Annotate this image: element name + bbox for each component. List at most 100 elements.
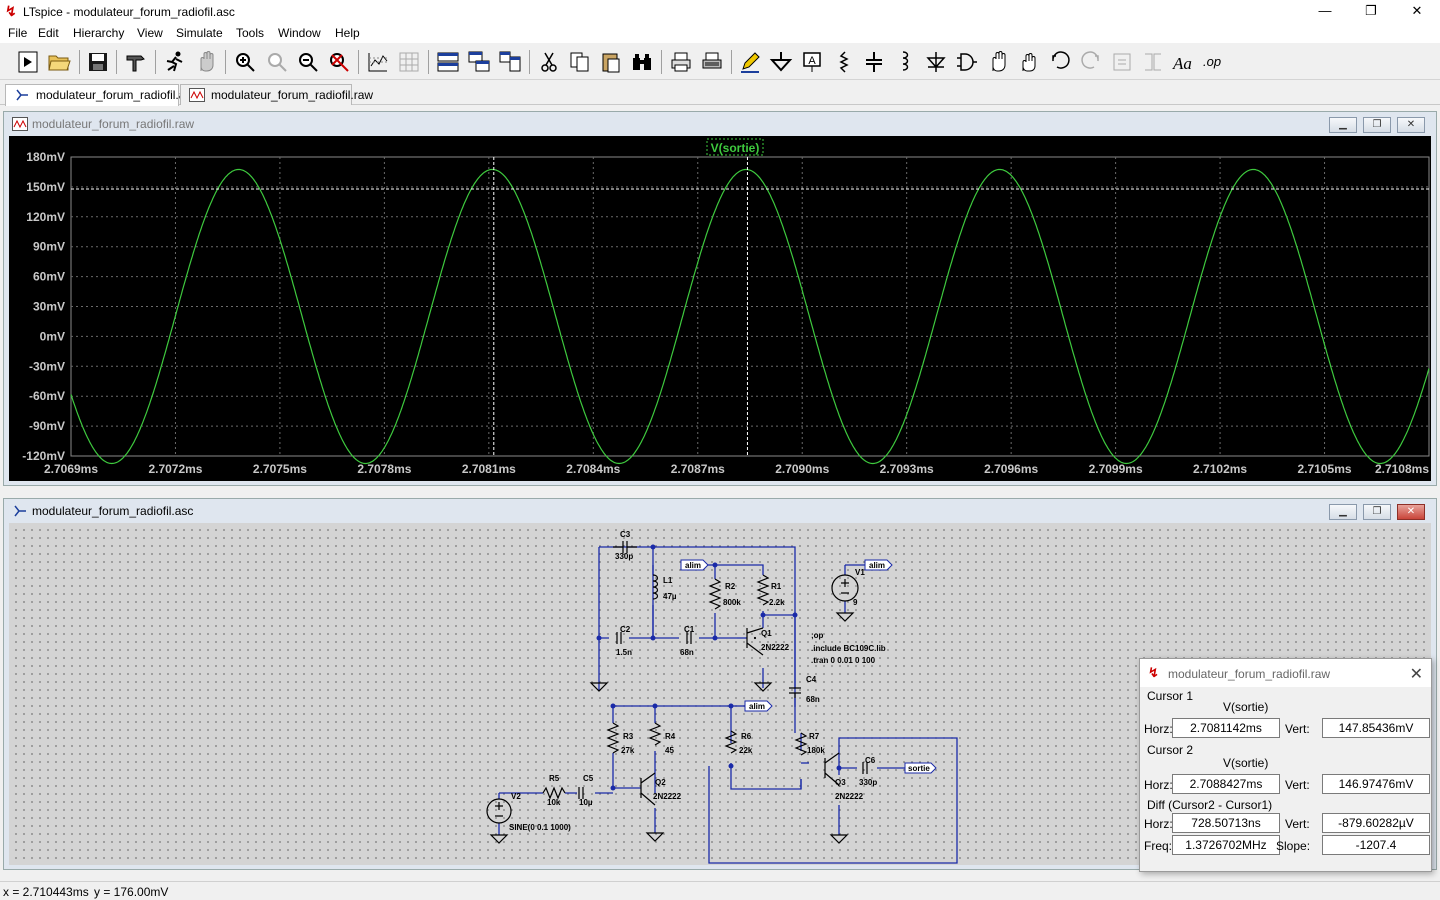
- diff-vert-value[interactable]: -879.60282µV: [1322, 813, 1430, 833]
- close-button[interactable]: ✕: [1411, 3, 1423, 18]
- cascade-icon[interactable]: [466, 49, 492, 75]
- save-icon[interactable]: [85, 49, 111, 75]
- x-tick-label: 2.7102ms: [1193, 462, 1247, 476]
- x-tick-label: 2.7081ms: [462, 462, 516, 476]
- minimize-button[interactable]: —: [1318, 3, 1332, 18]
- cursor2-horz-value[interactable]: 2.7088427ms: [1172, 774, 1280, 794]
- run-simulation-icon[interactable]: [162, 49, 188, 75]
- svg-text:10k: 10k: [547, 798, 561, 807]
- net-label-alim-2[interactable]: alim: [864, 559, 893, 571]
- control-panel-hammer-icon[interactable]: [123, 49, 149, 75]
- cursor1-horz-label: Horz:: [1144, 722, 1173, 736]
- x-tick-label: 2.7087ms: [671, 462, 725, 476]
- waveform-minimize-button[interactable]: ▁: [1329, 117, 1357, 133]
- spice-directives[interactable]: ;op .include BC109C.lib .tran 0 0.01 0 1…: [811, 631, 886, 665]
- waveform-close-button[interactable]: ✕: [1397, 117, 1425, 133]
- spice-directive-icon[interactable]: .op: [1202, 49, 1228, 75]
- cursor-dialog-titlebar: ↯ modulateur_forum_radiofil.raw ✕: [1140, 659, 1431, 687]
- diff-horz-value[interactable]: 728.50713ns: [1172, 813, 1280, 833]
- cursor2-label: Cursor 2: [1147, 743, 1194, 757]
- waveform-chart[interactable]: 180mV150mV120mV90mV60mV30mV0mV-30mV-60mV…: [9, 136, 1431, 481]
- text-icon[interactable]: Aa: [1171, 49, 1197, 75]
- net-label-alim-1[interactable]: alim: [680, 559, 709, 571]
- freq-value[interactable]: 1.3726702MHz: [1172, 835, 1280, 855]
- paste-icon[interactable]: [598, 49, 624, 75]
- autorange-icon[interactable]: [365, 49, 391, 75]
- redo-icon[interactable]: [1078, 49, 1104, 75]
- svg-text:Aa: Aa: [1172, 54, 1192, 73]
- move-hand-icon[interactable]: [985, 49, 1011, 75]
- schematic-minimize-button[interactable]: ▁: [1329, 504, 1357, 520]
- grid-icon[interactable]: [396, 49, 422, 75]
- app-title: LTspice - modulateur_forum_radiofil.asc: [23, 5, 235, 19]
- maximize-button[interactable]: ❐: [1365, 3, 1377, 18]
- diff-vert-label: Vert:: [1285, 817, 1310, 831]
- menu-edit[interactable]: Edit: [38, 26, 59, 40]
- svg-text:A: A: [808, 55, 816, 67]
- trace-label[interactable]: V(sortie): [706, 138, 764, 156]
- svg-text:C3: C3: [620, 530, 631, 539]
- mirror-icon[interactable]: [1140, 49, 1166, 75]
- pan-icon[interactable]: [264, 49, 290, 75]
- schematic-close-button[interactable]: ✕: [1397, 504, 1425, 520]
- net-label-sortie[interactable]: sortie: [904, 762, 937, 774]
- halt-hand-icon[interactable]: [193, 49, 219, 75]
- trace-label-text: V(sortie): [711, 141, 760, 155]
- waveform-icon: [189, 88, 205, 102]
- menu-simulate[interactable]: Simulate: [176, 26, 223, 40]
- menu-help[interactable]: Help: [335, 26, 360, 40]
- waveform-icon: [12, 117, 28, 131]
- zoom-in-icon[interactable]: [232, 49, 258, 75]
- print-icon[interactable]: [668, 49, 694, 75]
- menu-tools[interactable]: Tools: [236, 26, 265, 40]
- cursor1-horz-value[interactable]: 2.7081142ms: [1172, 718, 1280, 738]
- inductor-icon[interactable]: [892, 49, 918, 75]
- menu-window[interactable]: Window: [278, 26, 321, 40]
- draw-wire-pencil-icon[interactable]: [737, 49, 763, 75]
- tile-horizontal-icon[interactable]: [435, 49, 461, 75]
- diff-label: Diff (Cursor2 - Cursor1): [1147, 798, 1273, 812]
- cursor1-vert-value[interactable]: 147.85436mV: [1322, 718, 1430, 738]
- ground-icon[interactable]: [768, 49, 794, 75]
- menu-view[interactable]: View: [137, 26, 163, 40]
- menu-file[interactable]: File: [8, 26, 28, 40]
- slope-value[interactable]: -1207.4: [1322, 835, 1430, 855]
- schematic-restore-button[interactable]: ❐: [1363, 504, 1391, 520]
- cut-scissors-icon[interactable]: [536, 49, 562, 75]
- component-icon[interactable]: [954, 49, 980, 75]
- open-folder-icon[interactable]: [46, 49, 72, 75]
- print-setup-icon[interactable]: [699, 49, 725, 75]
- menu-hierarchy[interactable]: Hierarchy: [73, 26, 125, 40]
- ltspice-app-icon: ↯: [1148, 665, 1159, 680]
- plot-frame: [70, 156, 1430, 457]
- drag-hand-icon[interactable]: [1016, 49, 1042, 75]
- undo-icon[interactable]: [1047, 49, 1073, 75]
- cursor-dialog-close-button[interactable]: ✕: [1409, 666, 1423, 683]
- find-binoculars-icon[interactable]: [629, 49, 655, 75]
- svg-text:V1: V1: [855, 568, 865, 577]
- resistor-icon[interactable]: [830, 49, 856, 75]
- zoom-fit-icon[interactable]: [326, 49, 352, 75]
- cursor2-vert-value[interactable]: 146.97476mV: [1322, 774, 1430, 794]
- rotate-icon[interactable]: [1109, 49, 1135, 75]
- cursor2-vert-label: Vert:: [1285, 778, 1310, 792]
- label-net-icon[interactable]: A: [799, 49, 825, 75]
- waveform-restore-button[interactable]: ❐: [1363, 117, 1391, 133]
- tile-vertical-icon[interactable]: [497, 49, 523, 75]
- tab-schematic[interactable]: modulateur_forum_radiofil.asc: [5, 84, 197, 106]
- capacitor-icon[interactable]: [861, 49, 887, 75]
- copy-icon[interactable]: [567, 49, 593, 75]
- diode-icon[interactable]: [923, 49, 949, 75]
- x-tick-label: 2.7096ms: [984, 462, 1038, 476]
- net-label-alim-3[interactable]: alim: [744, 700, 773, 712]
- zoom-out-icon[interactable]: [295, 49, 321, 75]
- y-tick-label: -120mV: [22, 449, 65, 463]
- tab-waveform[interactable]: modulateur_forum_radiofil.raw: [180, 84, 373, 105]
- svg-text:sortie: sortie: [908, 764, 930, 773]
- x-tick-label: 2.7072ms: [148, 462, 202, 476]
- new-schematic-icon[interactable]: [15, 49, 41, 75]
- svg-text:alim: alim: [749, 702, 765, 711]
